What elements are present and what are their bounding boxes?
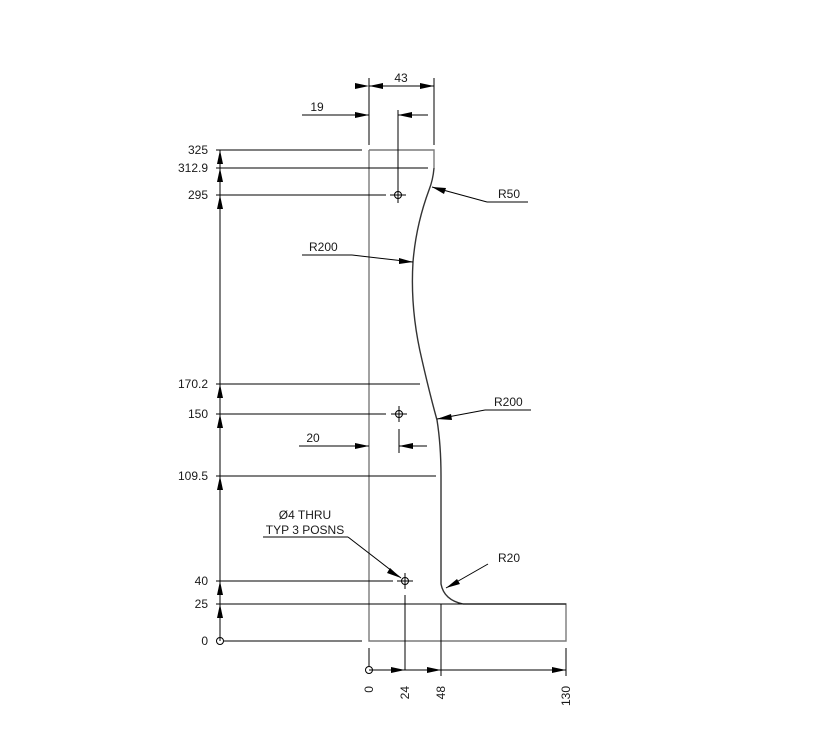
r200-upper-label: R200 bbox=[309, 240, 338, 254]
part-outline bbox=[368, 149, 567, 642]
profile-curve bbox=[411, 167, 464, 605]
y-label-170-2: 170.2 bbox=[178, 377, 208, 391]
r200-lower-label: R200 bbox=[494, 395, 523, 409]
y-label-325: 325 bbox=[188, 143, 208, 157]
dimension-20: 20 bbox=[299, 431, 427, 449]
y-label-295: 295 bbox=[188, 188, 208, 202]
r20-label: R20 bbox=[498, 551, 520, 565]
y-label-150: 150 bbox=[188, 407, 208, 421]
x-label-24: 24 bbox=[398, 686, 412, 700]
hole-note-line2: TYP 3 POSNS bbox=[266, 523, 344, 537]
hole-note: Ø4 THRU TYP 3 POSNS bbox=[263, 508, 402, 579]
ordinate-y: 325 312.9 295 170.2 150 109.5 40 25 0 bbox=[178, 143, 566, 648]
origin-y-icon bbox=[216, 637, 224, 645]
x-label-130: 130 bbox=[559, 686, 573, 706]
dimension-19: 19 bbox=[302, 100, 428, 118]
offset-20-label: 20 bbox=[306, 431, 320, 445]
r50-label: R50 bbox=[498, 187, 520, 201]
callout-r200-upper: R200 bbox=[302, 240, 414, 264]
top-edge bbox=[369, 149, 435, 168]
base-outline bbox=[368, 150, 567, 642]
callout-r20: R20 bbox=[445, 551, 520, 589]
dimension-43: 43 bbox=[355, 71, 435, 145]
width-43-label: 43 bbox=[394, 71, 408, 85]
y-label-312-9: 312.9 bbox=[178, 161, 208, 175]
callout-r50: R50 bbox=[431, 186, 528, 203]
y-label-40: 40 bbox=[195, 574, 209, 588]
origin-x-icon bbox=[365, 666, 373, 674]
hole-1 bbox=[390, 110, 406, 203]
hole-3 bbox=[397, 573, 413, 670]
hole-note-line1: Ø4 THRU bbox=[279, 508, 331, 522]
hole-2 bbox=[391, 406, 407, 453]
x-label-0: 0 bbox=[362, 686, 376, 693]
x-label-48: 48 bbox=[434, 686, 448, 700]
offset-19-label: 19 bbox=[310, 100, 324, 114]
y-label-0: 0 bbox=[201, 634, 208, 648]
y-label-109-5: 109.5 bbox=[178, 469, 208, 483]
ordinate-x: 0 24 48 130 bbox=[362, 604, 573, 706]
callout-r200-lower: R200 bbox=[436, 395, 531, 420]
y-label-25: 25 bbox=[195, 597, 209, 611]
